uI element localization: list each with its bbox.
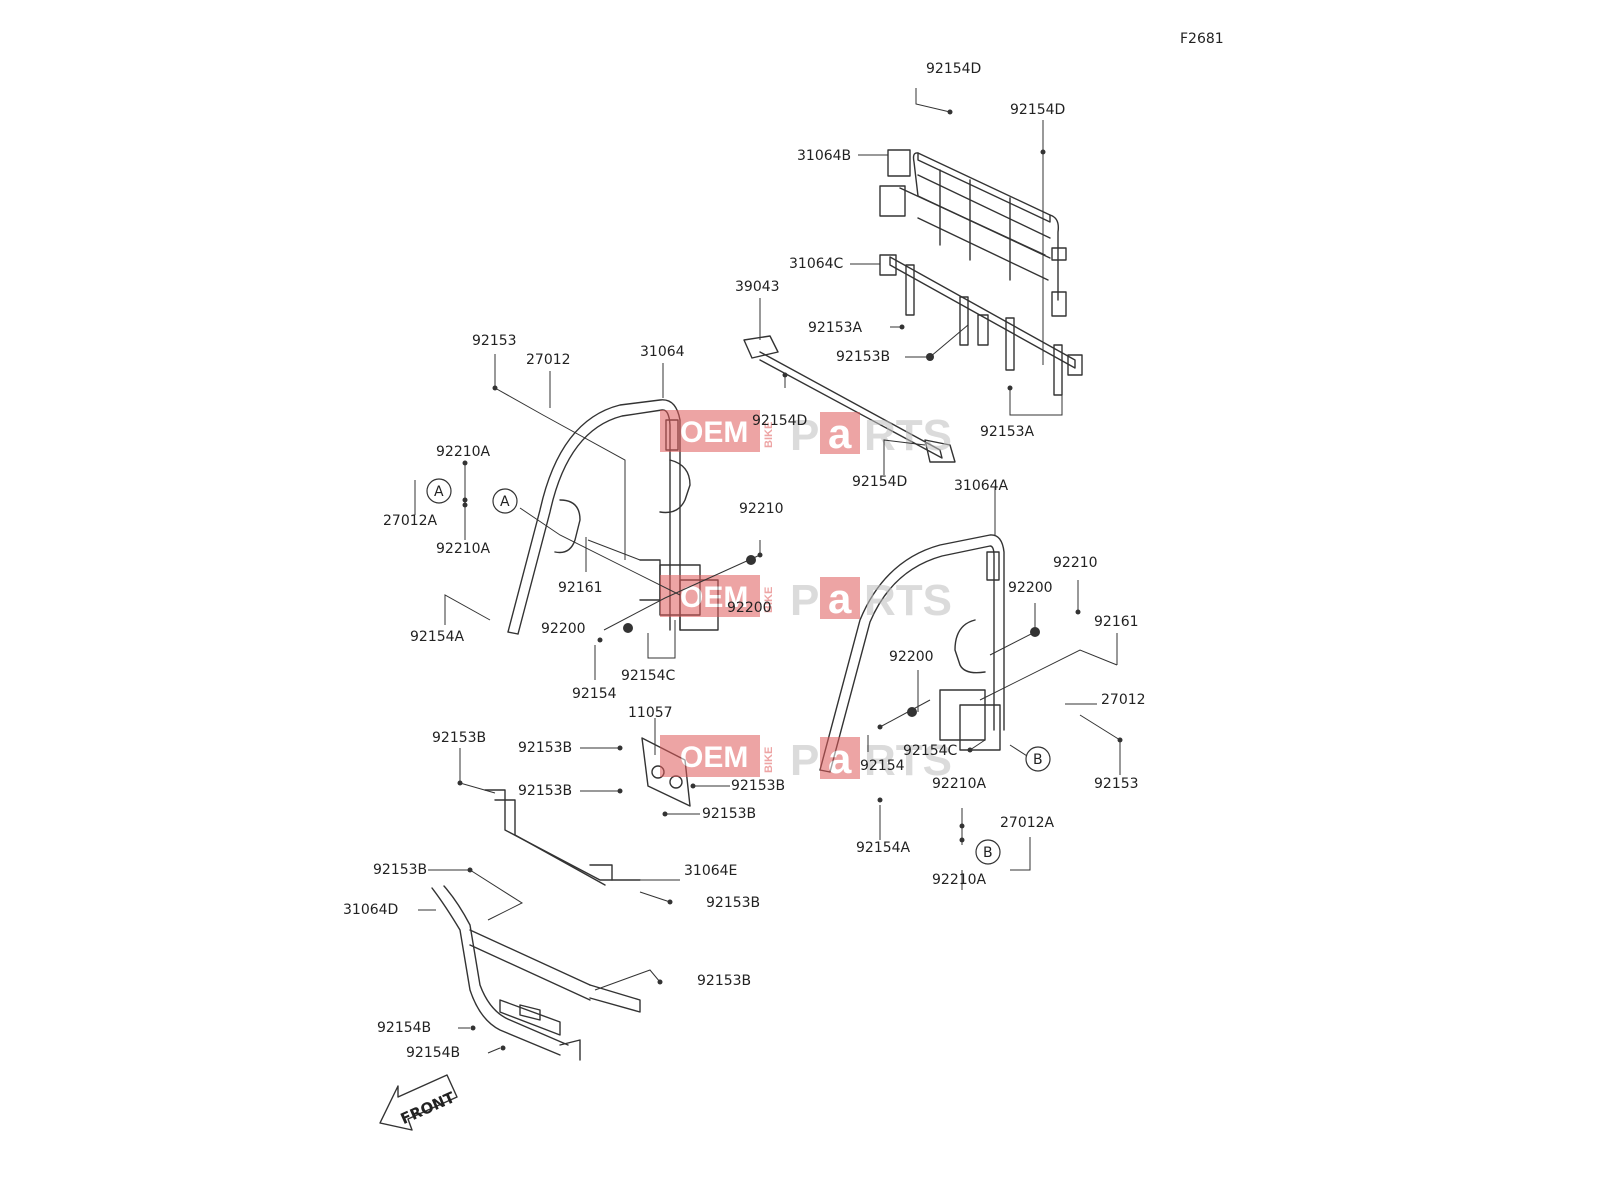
label-92210A: 92210A [932, 776, 987, 792]
label-31064D: 31064D [343, 902, 398, 918]
label-92154C: 92154C [621, 668, 676, 684]
label-27012A: 27012A [1000, 815, 1055, 831]
label-31064A: 31064A [954, 478, 1009, 494]
svg-text:OEM: OEM [680, 416, 748, 449]
label-92153B: 92153B [706, 895, 760, 911]
svg-text:B: B [983, 845, 993, 861]
label-92161: 92161 [1094, 614, 1139, 630]
svg-text:BIKE: BIKE [763, 747, 775, 773]
callout-A-frame: A [492, 488, 518, 514]
svg-text:A: A [434, 484, 444, 500]
label-92200: 92200 [727, 600, 772, 616]
label-92153A: 92153A [980, 424, 1035, 440]
callout-B-lower: B [975, 839, 1001, 865]
svg-text:RTS: RTS [864, 576, 952, 625]
label-92153B: 92153B [518, 740, 572, 756]
rear-rack-31064B [879, 149, 1067, 317]
label-31064E: 31064E [684, 863, 737, 879]
svg-text:a: a [828, 735, 852, 782]
label-92153: 92153 [472, 333, 517, 349]
label-92154B: 92154B [377, 1020, 431, 1036]
label-31064B: 31064B [797, 148, 851, 164]
label-27012: 27012 [526, 352, 571, 368]
svg-text:A: A [500, 494, 510, 510]
support-bar-39043 [743, 335, 956, 463]
label-39043: 39043 [735, 279, 780, 295]
label-92153B: 92153B [432, 730, 486, 746]
svg-text:a: a [828, 575, 852, 622]
front-arrow: FRONT [379, 1074, 458, 1131]
label-92153A: 92153A [808, 320, 863, 336]
part-labels: 92154D 92154D 31064B 31064C 39043 92153A… [343, 61, 1146, 1061]
label-92210A: 92210A [436, 541, 491, 557]
watermark-3: OEM BIKE P a RTS [660, 735, 952, 785]
svg-text:BIKE: BIKE [763, 587, 775, 613]
label-92154D: 92154D [752, 413, 807, 429]
label-92200: 92200 [1008, 580, 1053, 596]
label-27012: 27012 [1101, 692, 1146, 708]
rear-crossbar-31064C [879, 254, 1083, 396]
label-92154A: 92154A [856, 840, 911, 856]
label-92200: 92200 [889, 649, 934, 665]
svg-text:RTS: RTS [864, 411, 952, 460]
label-92153B: 92153B [697, 973, 751, 989]
label-92154: 92154 [572, 686, 617, 702]
callout-A-left: A [426, 478, 452, 504]
watermark-1: OEM BIKE P a RTS [660, 410, 952, 460]
svg-text:OEM: OEM [680, 741, 748, 774]
label-92154B: 92154B [406, 1045, 460, 1061]
label-92210: 92210 [1053, 555, 1098, 571]
svg-text:BIKE: BIKE [763, 422, 775, 448]
svg-text:P: P [790, 411, 819, 460]
label-92154: 92154 [860, 758, 905, 774]
svg-text:P: P [790, 736, 819, 785]
svg-text:P: P [790, 576, 819, 625]
watermark-2: OEM BIKE P a RTS [660, 575, 952, 625]
svg-text:RTS: RTS [864, 736, 952, 785]
front-bumper-31064D [431, 885, 641, 1061]
label-92154D: 92154D [852, 474, 907, 490]
label-31064: 31064 [640, 344, 685, 360]
svg-text:B: B [1033, 752, 1043, 768]
label-92210A: 92210A [932, 872, 987, 888]
label-92153B: 92153B [702, 806, 756, 822]
label-92210A: 92210A [436, 444, 491, 460]
fastener-dots [457, 109, 1123, 1051]
label-92154C: 92154C [903, 743, 958, 759]
label-11057: 11057 [628, 705, 673, 721]
bar-31064E [484, 789, 641, 886]
svg-text:a: a [828, 410, 852, 457]
label-31064C: 31064C [789, 256, 844, 272]
label-92154D: 92154D [1010, 102, 1065, 118]
label-92200: 92200 [541, 621, 586, 637]
label-92153B: 92153B [836, 349, 890, 365]
label-92161: 92161 [558, 580, 603, 596]
callout-B-frame: B [1025, 746, 1051, 772]
label-92154A: 92154A [410, 629, 465, 645]
label-92153B: 92153B [731, 778, 785, 794]
front-label: FRONT [398, 1088, 458, 1128]
label-92154D: 92154D [926, 61, 981, 77]
leader-lines [414, 88, 1121, 1054]
label-92210: 92210 [739, 501, 784, 517]
label-92153: 92153 [1094, 776, 1139, 792]
label-92153B: 92153B [518, 783, 572, 799]
label-92153B: 92153B [373, 862, 427, 878]
label-27012A: 27012A [383, 513, 438, 529]
figure-code: F2681 [1180, 31, 1224, 47]
